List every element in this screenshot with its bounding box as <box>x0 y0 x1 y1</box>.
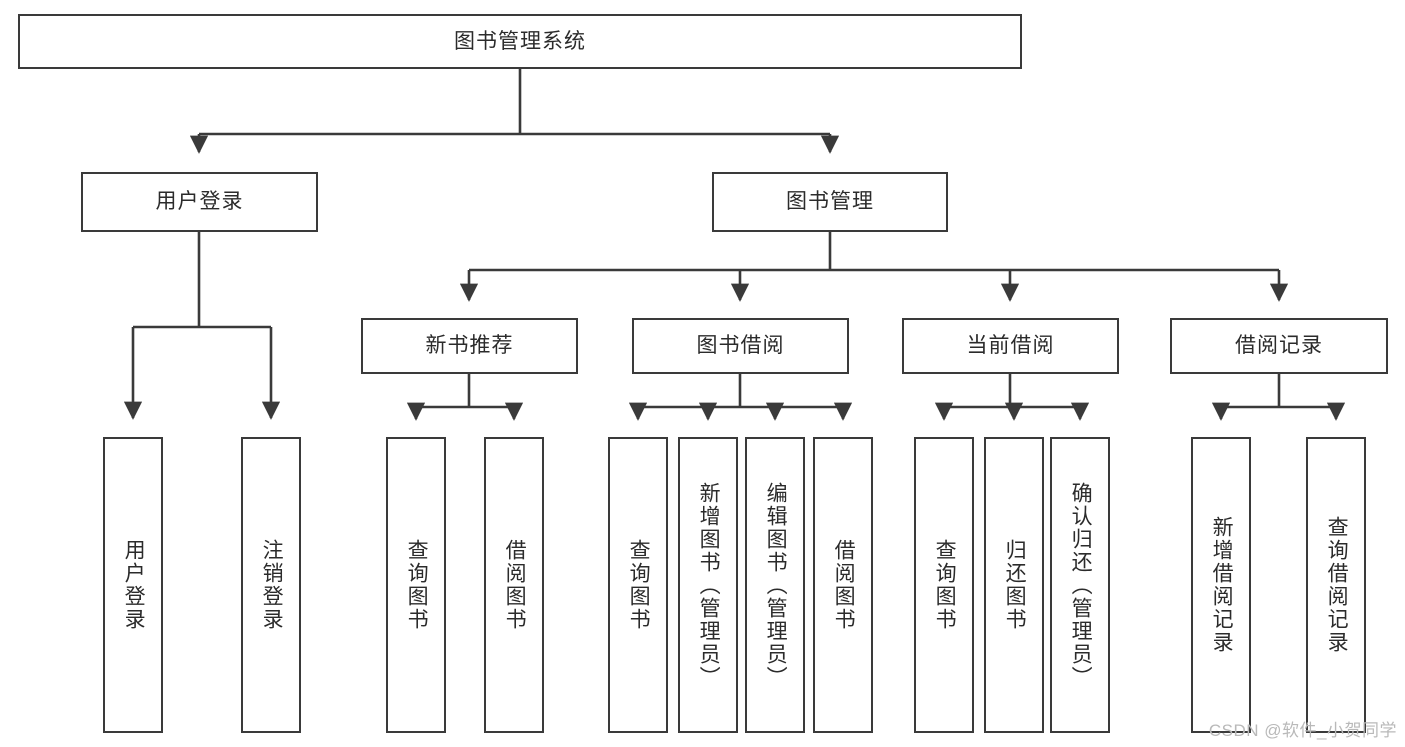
node-user-login-label: 用户登录 <box>155 190 244 214</box>
node-new-book-rec[interactable]: 新书推荐 <box>361 318 578 374</box>
node-leaf-return-book[interactable]: 归还图书 <box>984 437 1044 733</box>
node-leaf-user-login-label: 用户登录 <box>122 539 146 631</box>
watermark: CSDN @软件_小贺同学 <box>1208 721 1397 740</box>
node-leaf-return-book-label: 归还图书 <box>1003 539 1027 631</box>
node-leaf-query-book-borrow-label: 查询图书 <box>627 539 651 631</box>
node-book-manage[interactable]: 图书管理 <box>712 172 948 232</box>
node-leaf-confirm-return-admin-label: 确认归还（管理员） <box>1069 481 1093 689</box>
node-root[interactable]: 图书管理系统 <box>18 14 1022 69</box>
node-leaf-edit-book-admin-label: 编辑图书（管理员） <box>764 481 788 689</box>
node-leaf-query-book-rec-label: 查询图书 <box>405 539 429 631</box>
node-leaf-edit-book-admin[interactable]: 编辑图书（管理员） <box>745 437 805 733</box>
node-leaf-query-book-current[interactable]: 查询图书 <box>914 437 974 733</box>
node-leaf-add-borrow-record[interactable]: 新增借阅记录 <box>1191 437 1251 733</box>
node-leaf-borrow-book-rec[interactable]: 借阅图书 <box>484 437 544 733</box>
node-leaf-query-borrow-record[interactable]: 查询借阅记录 <box>1306 437 1366 733</box>
node-leaf-add-book-admin-label: 新增图书（管理员） <box>697 481 721 689</box>
node-leaf-query-book-current-label: 查询图书 <box>933 539 957 631</box>
node-current-borrow-label: 当前借阅 <box>966 334 1055 358</box>
node-leaf-query-book-borrow[interactable]: 查询图书 <box>608 437 668 733</box>
node-borrow-record[interactable]: 借阅记录 <box>1170 318 1388 374</box>
node-leaf-add-book-admin[interactable]: 新增图书（管理员） <box>678 437 738 733</box>
node-leaf-borrow-book[interactable]: 借阅图书 <box>813 437 873 733</box>
node-new-book-rec-label: 新书推荐 <box>425 334 514 358</box>
node-leaf-query-book-rec[interactable]: 查询图书 <box>386 437 446 733</box>
node-book-borrow-label: 图书借阅 <box>696 334 785 358</box>
node-leaf-logout[interactable]: 注销登录 <box>241 437 301 733</box>
node-book-borrow[interactable]: 图书借阅 <box>632 318 849 374</box>
node-leaf-borrow-book-rec-label: 借阅图书 <box>503 539 527 631</box>
node-root-label: 图书管理系统 <box>454 29 586 53</box>
node-leaf-logout-label: 注销登录 <box>260 539 284 631</box>
node-user-login[interactable]: 用户登录 <box>81 172 318 232</box>
node-borrow-record-label: 借阅记录 <box>1235 334 1323 358</box>
node-leaf-confirm-return-admin[interactable]: 确认归还（管理员） <box>1050 437 1110 733</box>
node-current-borrow[interactable]: 当前借阅 <box>902 318 1119 374</box>
node-leaf-add-borrow-record-label: 新增借阅记录 <box>1210 516 1234 654</box>
node-leaf-user-login[interactable]: 用户登录 <box>103 437 163 733</box>
node-leaf-query-borrow-record-label: 查询借阅记录 <box>1325 516 1349 654</box>
node-book-manage-label: 图书管理 <box>786 190 874 214</box>
node-leaf-borrow-book-label: 借阅图书 <box>832 539 856 631</box>
